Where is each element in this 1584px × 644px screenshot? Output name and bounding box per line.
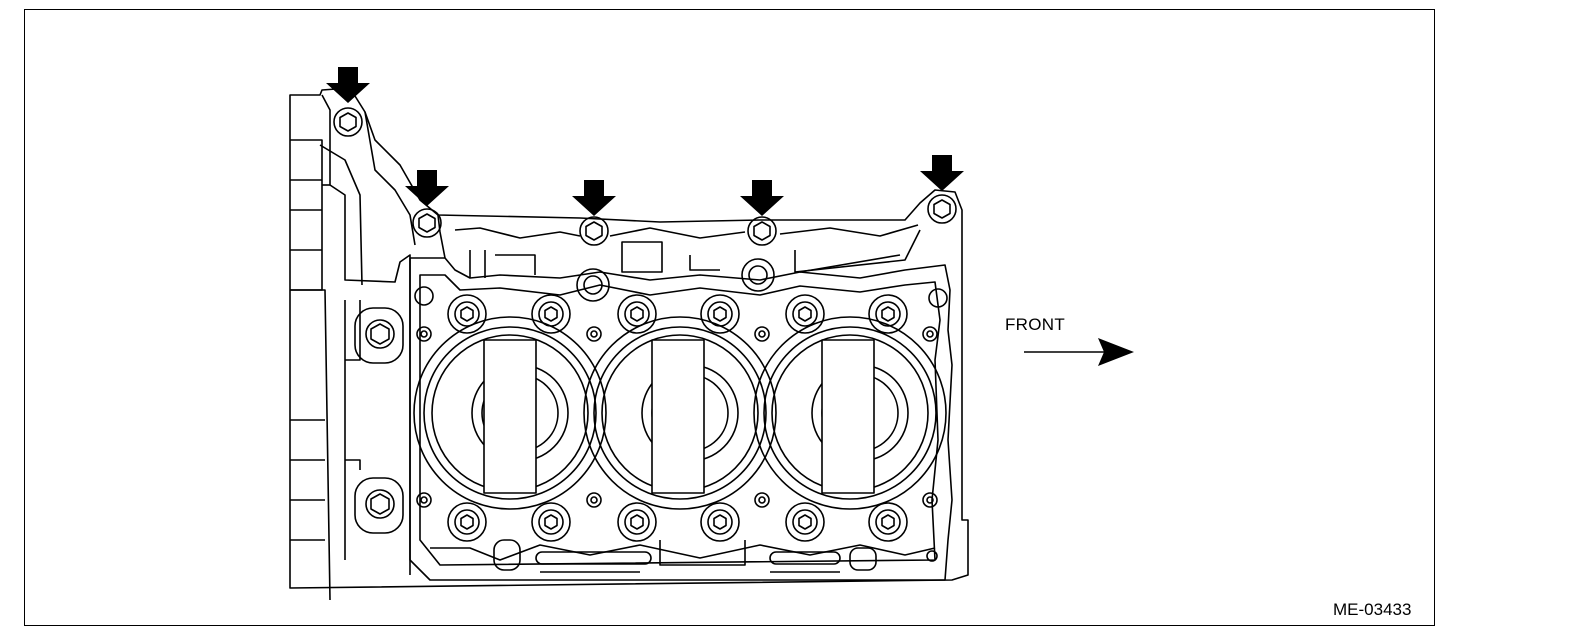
bolt	[333, 107, 363, 137]
block-outline	[289, 87, 969, 589]
small-holes	[414, 286, 948, 562]
bolt	[747, 216, 777, 246]
front-direction-arrow	[1024, 338, 1134, 366]
deck-outline	[409, 257, 953, 581]
figure-frame	[24, 9, 1435, 626]
cylinder	[413, 316, 607, 510]
upper-rail	[437, 214, 921, 302]
bolt	[579, 216, 609, 246]
deck-inner-outline	[419, 274, 941, 566]
arrow-down-icon	[405, 170, 449, 206]
bolt	[412, 208, 442, 238]
left-boss-upper	[354, 307, 404, 364]
arrow-down-icon	[920, 155, 964, 191]
left-boss-lower	[354, 477, 404, 534]
cylinder	[753, 316, 947, 510]
callout-arrows	[326, 67, 964, 216]
front-label: FRONT	[1005, 315, 1066, 334]
figure-id: ME-03433	[1333, 600, 1412, 619]
bolt	[927, 194, 957, 224]
cylinder	[583, 316, 777, 510]
left-side-structure	[290, 94, 416, 601]
cylinder-bores	[413, 316, 947, 510]
arrow-down-icon	[326, 67, 370, 103]
arrow-down-icon	[740, 180, 784, 216]
head-bolts-lower	[447, 502, 908, 542]
arrow-down-icon	[572, 180, 616, 216]
marked-bolts	[333, 107, 957, 246]
head-bolts-upper	[447, 294, 908, 334]
lower-rail	[430, 539, 936, 573]
